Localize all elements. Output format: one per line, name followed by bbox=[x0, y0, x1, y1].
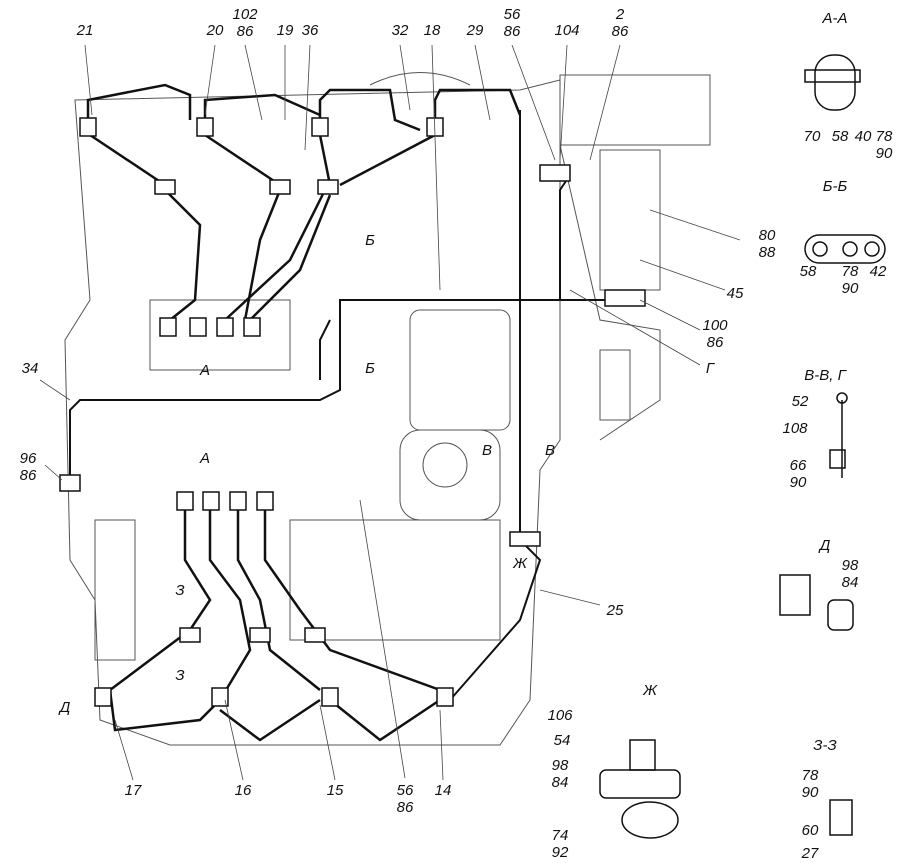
vv-part-66-90: 66 90 bbox=[789, 457, 807, 491]
callout-17: 17 bbox=[124, 782, 142, 799]
aa-part-58: 58 bbox=[831, 128, 849, 145]
callout-96-86: 96 86 bbox=[19, 450, 37, 484]
callout-102-86: 102 86 bbox=[232, 6, 258, 40]
bb-part-42: 42 bbox=[869, 263, 887, 280]
callout-25: 25 bbox=[606, 602, 624, 619]
zh-part-54: 54 bbox=[553, 732, 571, 749]
marker-v-right: В bbox=[544, 442, 556, 459]
callout-g: Г bbox=[705, 360, 715, 377]
aa-part-70: 70 bbox=[803, 128, 821, 145]
zh-part-98-84: 98 84 bbox=[551, 757, 569, 791]
callout-14: 14 bbox=[434, 782, 452, 799]
callout-2-86: 2 86 bbox=[611, 6, 629, 40]
callout-15: 15 bbox=[326, 782, 344, 799]
callout-56-86: 56 86 bbox=[503, 6, 521, 40]
callout-19: 19 bbox=[276, 22, 294, 39]
section-d-title: Д bbox=[819, 537, 831, 554]
marker-v-left: В bbox=[481, 442, 493, 459]
aa-part-40: 40 bbox=[854, 128, 872, 145]
pipe-fittings bbox=[59, 117, 646, 707]
lower-injection-pipes bbox=[108, 500, 441, 742]
aa-part-78-90: 78 90 bbox=[875, 128, 893, 162]
callout-16: 16 bbox=[234, 782, 252, 799]
callout-20: 20 bbox=[206, 22, 224, 39]
bb-part-58: 58 bbox=[799, 263, 817, 280]
callout-29: 29 bbox=[466, 22, 484, 39]
section-views bbox=[599, 54, 886, 839]
section-zh-title: Ж bbox=[643, 682, 657, 699]
vv-part-108: 108 bbox=[782, 420, 808, 437]
marker-b-top: Б bbox=[365, 232, 375, 249]
section-bb-title: Б-Б bbox=[822, 178, 848, 195]
callout-80-88: 80 88 bbox=[758, 227, 776, 261]
marker-zh: Ж bbox=[513, 555, 527, 572]
section-zz-title: З-З bbox=[813, 737, 837, 754]
leader-lines bbox=[39, 44, 741, 781]
callout-21: 21 bbox=[76, 22, 94, 39]
callout-45: 45 bbox=[726, 285, 744, 302]
d-part-98-84: 98 84 bbox=[841, 557, 859, 591]
callout-104: 104 bbox=[554, 22, 580, 39]
zh-part-106: 106 bbox=[547, 707, 573, 724]
zz-part-78-90: 78 90 bbox=[801, 767, 819, 801]
section-vv-title: В-В, Г bbox=[804, 367, 846, 384]
zh-part-74-92: 74 92 bbox=[551, 827, 569, 861]
section-aa-title: А-А bbox=[822, 10, 848, 27]
callout-56-86-bottom: 56 86 bbox=[396, 782, 414, 816]
upper-injection-pipes bbox=[86, 83, 522, 321]
zz-part-27: 27 bbox=[801, 845, 819, 862]
marker-a-bottom: А bbox=[199, 450, 211, 467]
marker-b-bottom: Б bbox=[365, 360, 375, 377]
callout-32: 32 bbox=[391, 22, 409, 39]
zz-part-60: 60 bbox=[801, 822, 819, 839]
callout-34: 34 bbox=[21, 360, 39, 377]
marker-d: Д bbox=[59, 699, 71, 716]
return-lines bbox=[69, 110, 620, 701]
vv-part-52: 52 bbox=[791, 393, 809, 410]
callout-18: 18 bbox=[423, 22, 441, 39]
marker-z-top: З bbox=[175, 582, 185, 599]
callout-100-86: 100 86 bbox=[702, 317, 728, 351]
engine-block bbox=[64, 72, 711, 746]
marker-z-bottom: З bbox=[175, 667, 185, 684]
marker-a-top: А bbox=[199, 362, 211, 379]
bb-part-78-90: 78 90 bbox=[841, 263, 859, 297]
callout-36: 36 bbox=[301, 22, 319, 39]
